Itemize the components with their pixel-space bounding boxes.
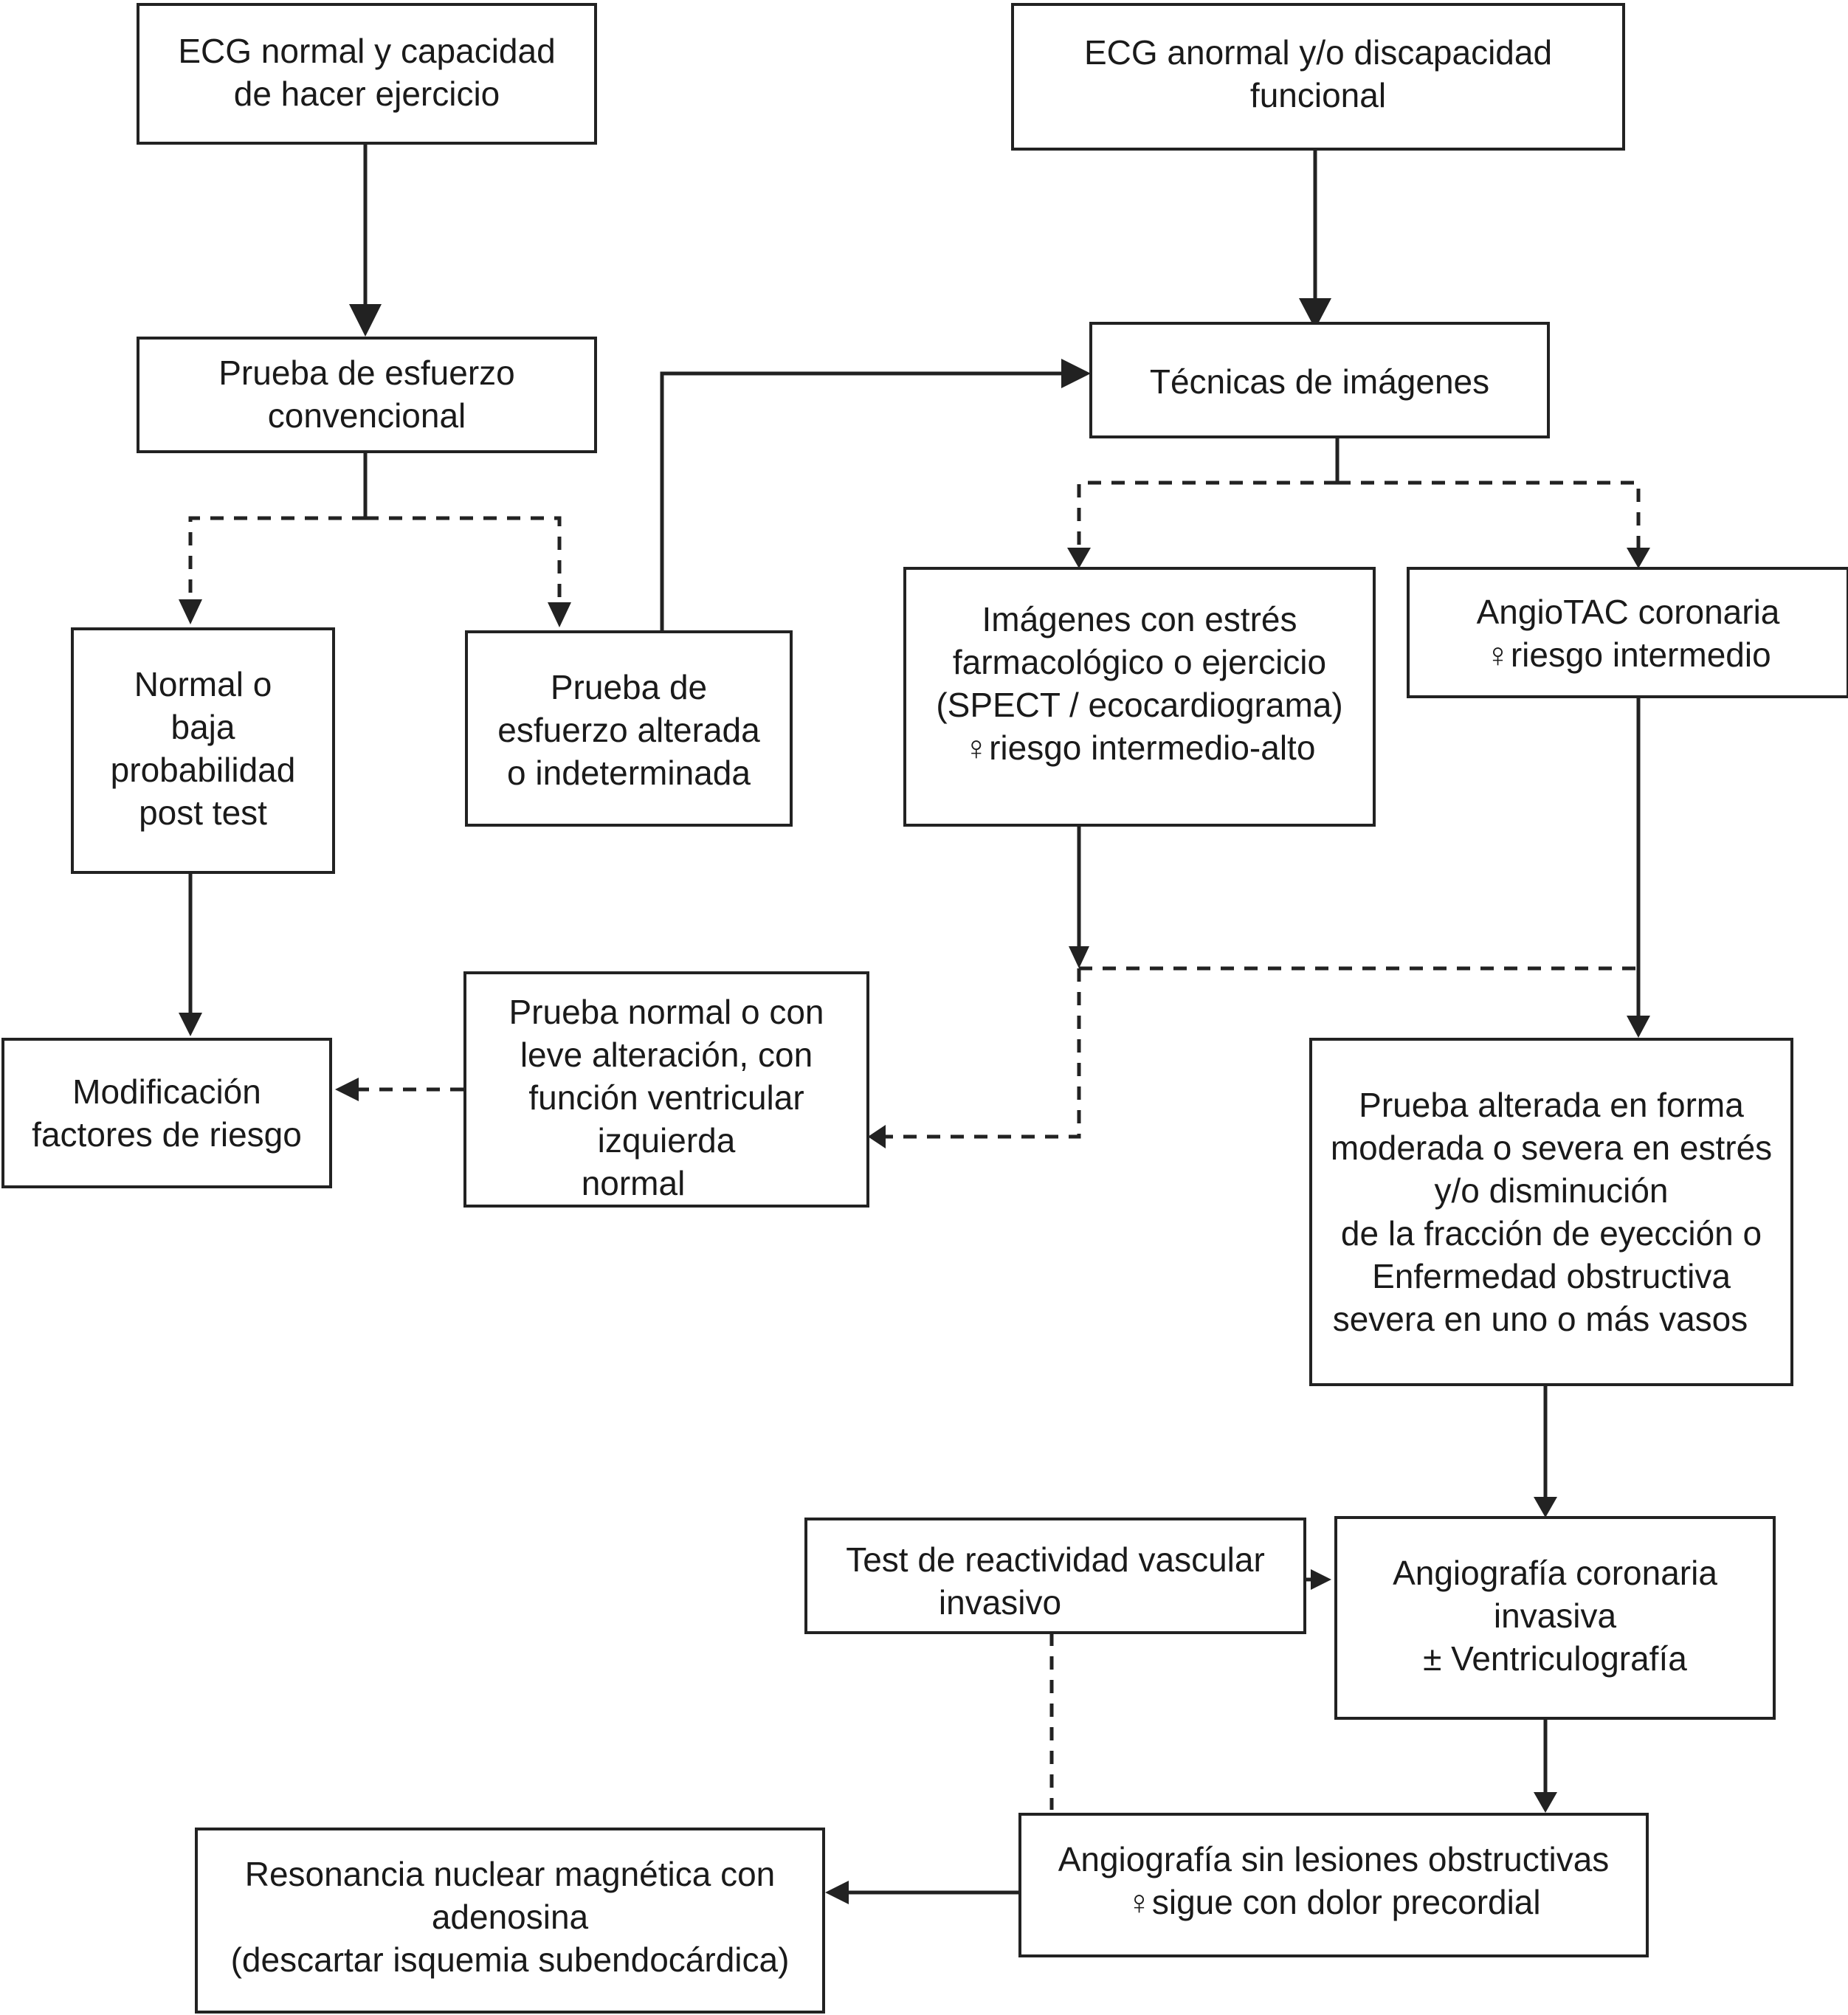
arrow-alterada-to-tecnicas bbox=[660, 371, 1061, 631]
node-prueba-esfuerzo: Prueba de esfuerzo convencional bbox=[137, 337, 597, 453]
node-prueba-normal-leve-line-2: leve alteración, con bbox=[520, 1036, 813, 1074]
node-prueba-normal-leve-line-1: Prueba normal o con bbox=[508, 993, 824, 1031]
node-ecg-normal-line-2: de hacer ejercicio bbox=[233, 75, 500, 113]
node-angiografia-invasiva-line-2: invasiva bbox=[1493, 1596, 1617, 1635]
node-angiografia-sin-lesiones-line-2: ♀sigue con dolor precordial bbox=[1126, 1883, 1541, 1921]
arrowhead-prueba-alterada bbox=[1627, 1016, 1650, 1038]
arrowhead-tecnicas-from-alterada bbox=[1061, 359, 1091, 388]
node-imagenes-estres-line-2: farmacológico o ejercicio bbox=[952, 643, 1327, 681]
node-imagenes-estres-line-1: Imágenes con estrés bbox=[982, 600, 1297, 638]
node-ecg-normal: ECG normal y capacidad de hacer ejercici… bbox=[137, 3, 597, 145]
node-imagenes-estres: Imágenes con estrés farmacológico o ejer… bbox=[903, 567, 1376, 827]
arrowhead-angiotac bbox=[1627, 548, 1650, 568]
node-esfuerzo-alterada-line-2: esfuerzo alterada bbox=[497, 711, 760, 749]
arrowhead-esfuerzo bbox=[349, 304, 382, 337]
arrowhead-modificacion-from-normal bbox=[179, 1013, 202, 1036]
node-prueba-alterada-line-3: y/o disminución bbox=[1434, 1171, 1669, 1210]
node-prueba-normal-leve-line-5: normal bbox=[581, 1164, 686, 1202]
node-normal-baja-line-4: post test bbox=[139, 793, 267, 832]
arrowhead-angiografia-from-reactividad bbox=[1311, 1569, 1331, 1590]
dashed-esfuerzo-to-normal bbox=[188, 516, 365, 599]
node-test-reactividad: Test de reactividad vascular invasivo bbox=[804, 1518, 1306, 1634]
node-prueba-esfuerzo-line-1: Prueba de esfuerzo bbox=[218, 354, 515, 392]
node-normal-baja: Normal o baja probabilidad post test bbox=[71, 627, 335, 874]
arrowhead-junction bbox=[1069, 946, 1089, 968]
node-normal-baja-line-1: Normal o bbox=[134, 665, 272, 703]
node-angiotac-line-2: ♀riesgo intermedio bbox=[1485, 636, 1771, 674]
dashed-esfuerzo-to-alterada bbox=[365, 516, 562, 602]
node-angiotac-line-1: AngioTAC coronaria bbox=[1476, 593, 1780, 631]
arrowhead-modificacion-from-leve bbox=[335, 1078, 359, 1101]
arrowhead-tecnicas-from-ecg bbox=[1299, 298, 1331, 329]
node-prueba-alterada-line-4: de la fracción de eyección o bbox=[1340, 1214, 1762, 1253]
dashed-tecnicas-to-angiotac bbox=[1337, 480, 1641, 548]
node-imagenes-estres-line-4: ♀riesgo intermedio-alto bbox=[963, 728, 1316, 767]
node-modificacion-line-2: factores de riesgo bbox=[32, 1115, 302, 1154]
node-angiotac: AngioTAC coronaria ♀riesgo intermedio bbox=[1407, 567, 1848, 698]
node-esfuerzo-alterada-line-1: Prueba de bbox=[550, 668, 708, 706]
node-resonancia: Resonancia nuclear magnética con adenosi… bbox=[195, 1828, 825, 2014]
node-modificacion: Modificación factores de riesgo bbox=[1, 1038, 332, 1188]
arrowhead-resonancia bbox=[825, 1881, 849, 1904]
arrowhead-imagenes bbox=[1067, 548, 1091, 568]
arrowhead-sin-lesiones bbox=[1534, 1792, 1557, 1813]
node-angiografia-invasiva-line-1: Angiografía coronaria bbox=[1393, 1554, 1717, 1592]
node-prueba-alterada-line-2: moderada o severa en estrés bbox=[1330, 1129, 1773, 1167]
node-ecg-anormal: ECG anormal y/o discapacidad funcional bbox=[1011, 3, 1625, 151]
node-prueba-alterada-line-6: severa en uno o más vasos bbox=[1332, 1300, 1748, 1338]
node-imagenes-estres-line-3: (SPECT / ecocardiograma) bbox=[936, 686, 1343, 724]
node-prueba-normal-leve-line-4: izquierda bbox=[597, 1121, 736, 1160]
node-prueba-alterada-line-1: Prueba alterada en forma bbox=[1359, 1086, 1744, 1124]
node-prueba-normal-leve-line-3: función ventricular bbox=[528, 1078, 804, 1117]
node-test-reactividad-line-2: invasivo bbox=[938, 1583, 1062, 1622]
node-tecnicas-imagenes: Técnicas de imágenes bbox=[1089, 322, 1550, 438]
node-test-reactividad-line-1: Test de reactividad vascular bbox=[846, 1540, 1265, 1579]
node-ecg-anormal-line-1: ECG anormal y/o discapacidad bbox=[1083, 33, 1553, 72]
arrowhead-normal-leve bbox=[868, 1125, 886, 1148]
node-angiografia-sin-lesiones: Angiografía sin lesiones obstructivas ♀s… bbox=[1018, 1813, 1649, 1957]
node-tecnicas-imagenes-line-1: Técnicas de imágenes bbox=[1149, 362, 1490, 401]
node-esfuerzo-alterada: Prueba de esfuerzo alterada o indetermin… bbox=[465, 630, 793, 827]
node-prueba-esfuerzo-line-2: convencional bbox=[267, 396, 466, 435]
node-prueba-alterada-line-5: Enfermedad obstructiva bbox=[1372, 1257, 1731, 1295]
node-modificacion-line-1: Modificación bbox=[72, 1072, 261, 1111]
node-angiografia-invasiva: Angiografía coronaria invasiva ± Ventric… bbox=[1334, 1516, 1776, 1720]
arrowhead-normal bbox=[179, 599, 202, 624]
node-prueba-normal-leve: Prueba normal o con leve alteración, con… bbox=[463, 971, 869, 1208]
dashed-tecnicas-to-imagenes bbox=[1077, 480, 1337, 548]
node-resonancia-line-3: (descartar isquemia subendocárdica) bbox=[230, 1940, 790, 1979]
node-angiografia-sin-lesiones-line-1: Angiografía sin lesiones obstructivas bbox=[1058, 1840, 1610, 1878]
node-ecg-normal-line-1: ECG normal y capacidad bbox=[178, 32, 556, 70]
node-resonancia-line-2: adenosina bbox=[431, 1898, 589, 1936]
node-prueba-alterada: Prueba alterada en forma moderada o seve… bbox=[1309, 1038, 1793, 1386]
arrowhead-alterada bbox=[548, 602, 571, 627]
node-normal-baja-line-2: baja bbox=[170, 708, 235, 746]
node-angiografia-invasiva-line-3: ± Ventriculografía bbox=[1423, 1639, 1687, 1678]
node-resonancia-line-1: Resonancia nuclear magnética con bbox=[244, 1855, 776, 1893]
dashed-junction-to-normal-leve bbox=[886, 968, 1081, 1139]
arrowhead-angiografia-from-alterada bbox=[1534, 1497, 1557, 1518]
node-esfuerzo-alterada-line-3: o indeterminada bbox=[507, 754, 751, 792]
node-normal-baja-line-3: probabilidad bbox=[110, 751, 296, 789]
node-ecg-anormal-line-2: funcional bbox=[1249, 76, 1387, 114]
